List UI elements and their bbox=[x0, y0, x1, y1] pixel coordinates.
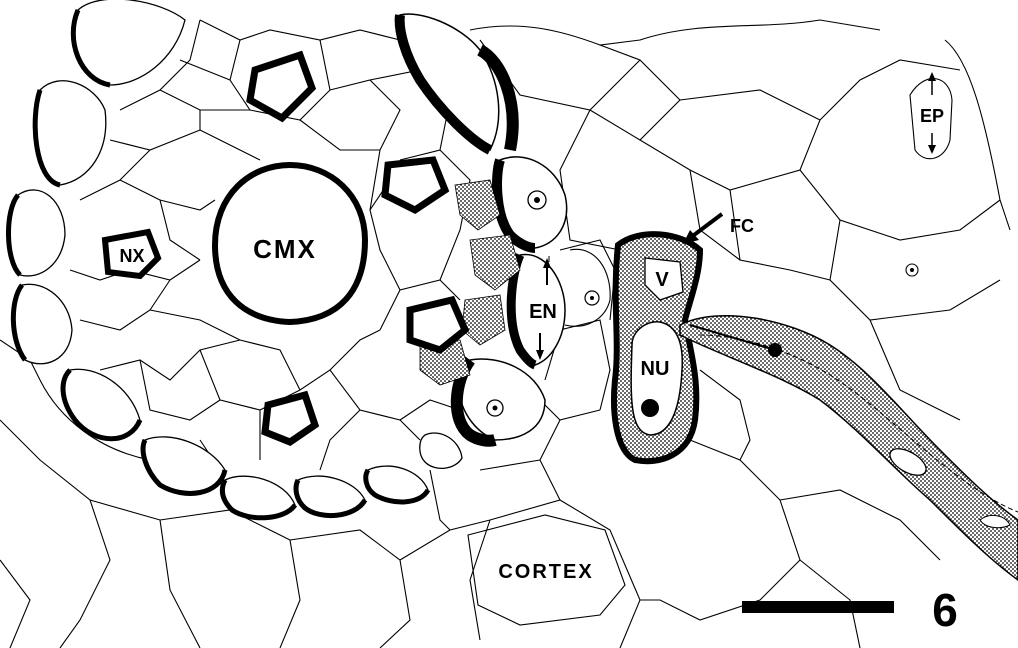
fc-label: FC bbox=[730, 216, 754, 236]
nu-label: NU bbox=[641, 358, 670, 380]
cortex-label: CORTEX bbox=[498, 561, 593, 583]
cortex-cells bbox=[0, 20, 1010, 648]
v-label: V bbox=[655, 269, 669, 291]
nematode bbox=[680, 316, 1018, 580]
figure-number: 6 bbox=[932, 584, 958, 636]
nx-label: NX bbox=[119, 246, 144, 266]
cmx-label: CMX bbox=[253, 234, 317, 264]
central-metaxylem: CMX bbox=[215, 165, 365, 322]
en-label: EN bbox=[529, 301, 557, 323]
scale-bar-group: 6 bbox=[742, 584, 958, 636]
ep-label: EP bbox=[920, 106, 944, 126]
scale-bar bbox=[742, 601, 894, 613]
